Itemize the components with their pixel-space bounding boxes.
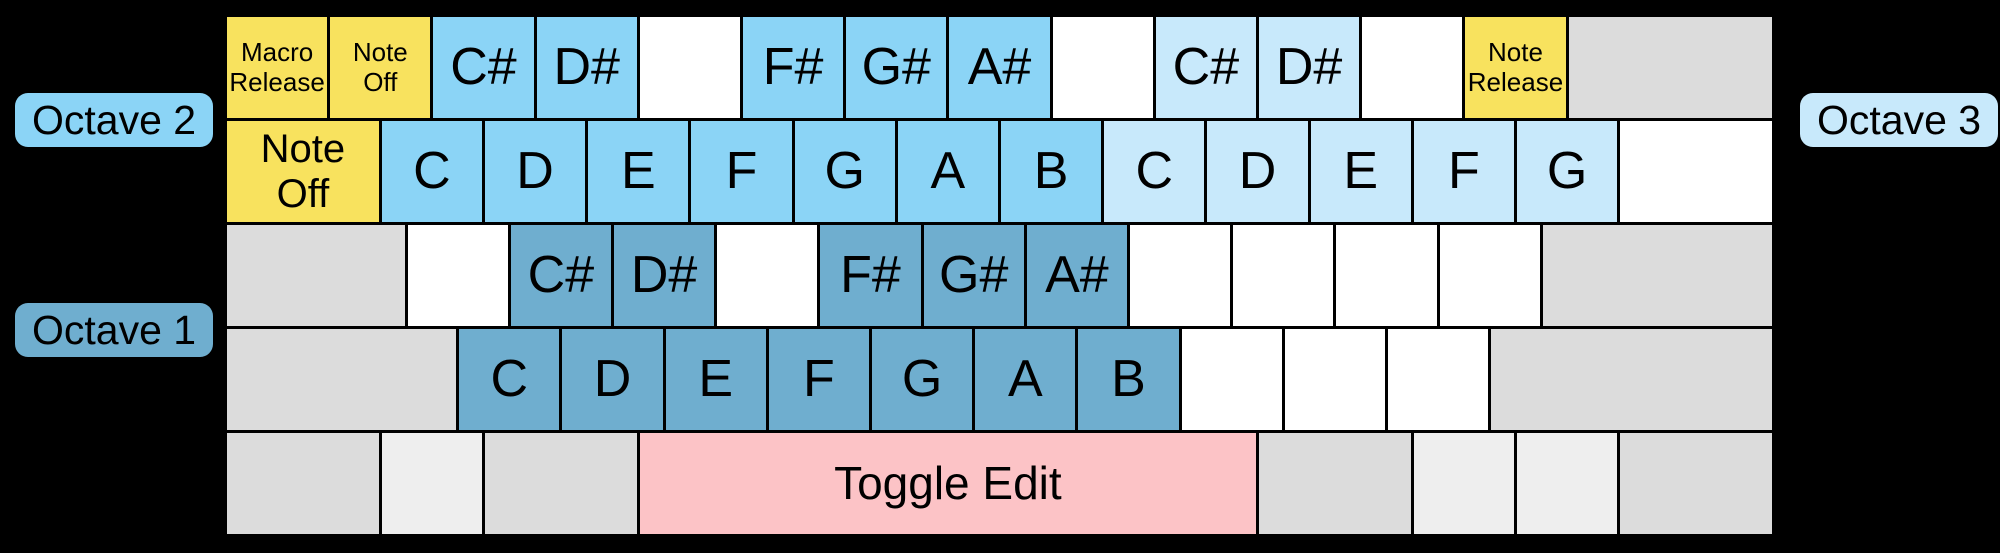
key-note-c-oct2: C — [381, 121, 482, 222]
key-modifier — [1542, 225, 1772, 326]
key-blank — [717, 225, 818, 326]
key-note-csharp-oct2: C# — [433, 17, 534, 118]
key-blank — [1181, 329, 1282, 430]
key-label-line: Note — [352, 37, 408, 68]
key-note-csharp-oct1: C# — [510, 225, 611, 326]
octave-1-label: Octave 1 — [15, 303, 214, 357]
key-note-g-oct2: G — [794, 121, 895, 222]
key-toggle-edit: Toggle Edit — [639, 433, 1256, 534]
key-modifier — [484, 433, 637, 534]
key-note-fsharp-oct2: F# — [742, 17, 844, 118]
octave-3-label: Octave 3 — [1800, 93, 1999, 147]
key-blank — [1336, 225, 1437, 326]
key-note-e-oct1: E — [665, 329, 766, 430]
key-note-d-oct3: D — [1207, 121, 1308, 222]
key-note-b-oct2: B — [1000, 121, 1102, 222]
key-blank — [1129, 225, 1231, 326]
key-blank — [1052, 17, 1153, 118]
octave-2-label: Octave 2 — [15, 93, 214, 147]
key-note-d-oct2: D — [484, 121, 586, 222]
key-blank — [639, 17, 740, 118]
key-note-gsharp-oct2: G# — [846, 17, 947, 118]
key-note-asharp-oct1: A# — [1026, 225, 1127, 326]
key-modifier — [1568, 17, 1772, 118]
key-modifier — [227, 433, 379, 534]
key-modifier — [1620, 433, 1772, 534]
keyboard-row-5: Toggle Edit — [227, 433, 1772, 534]
key-note-f-oct1: F — [768, 329, 869, 430]
key-label-line: Off — [276, 171, 330, 216]
key-label-line: Macro — [240, 37, 314, 68]
key-note-asharp-oct2: A# — [949, 17, 1050, 118]
key-blank — [1284, 329, 1385, 430]
key-note-g-oct1: G — [871, 329, 973, 430]
key-label-line: Note — [260, 126, 346, 171]
key-note-fsharp-oct1: F# — [820, 225, 921, 326]
key-note-dsharp-oct3: D# — [1258, 17, 1360, 118]
key-modifier — [1258, 433, 1411, 534]
key-modifier — [1516, 433, 1618, 534]
key-blank — [1387, 329, 1489, 430]
key-blank — [407, 225, 508, 326]
key-blank — [1233, 225, 1334, 326]
key-note-a-oct1: A — [975, 329, 1076, 430]
key-blank — [1620, 121, 1772, 222]
key-note-c-oct1: C — [459, 329, 560, 430]
key-modifier — [227, 225, 405, 326]
key-note-g-oct3: G — [1516, 121, 1618, 222]
key-note-b-oct1: B — [1078, 329, 1179, 430]
key-label-line: Release — [1467, 66, 1564, 97]
key-note-c-oct3: C — [1104, 121, 1205, 222]
keyboard-row-3: C#D# F#G#A# — [227, 225, 1772, 326]
key-modifier — [381, 433, 482, 534]
key-modifier — [1413, 433, 1514, 534]
key-modifier — [227, 329, 457, 430]
key-modifier — [1491, 329, 1772, 430]
key-note-d-oct1: D — [562, 329, 663, 430]
key-blank — [1439, 225, 1540, 326]
key-note-dsharp-oct1: D# — [613, 225, 715, 326]
key-note-e-oct2: E — [588, 121, 689, 222]
key-label-line: Off — [363, 66, 398, 97]
key-blank — [1362, 17, 1463, 118]
key-note-a-oct2: A — [897, 121, 998, 222]
key-note-e-oct3: E — [1310, 121, 1411, 222]
key-label-line: Note — [1488, 37, 1543, 68]
key-note-dsharp-oct2: D# — [536, 17, 637, 118]
key-note-gsharp-oct1: G# — [923, 225, 1024, 326]
key-label-line: Release — [229, 66, 325, 97]
key-note-csharp-oct3: C# — [1155, 17, 1256, 118]
key-note-f-oct2: F — [691, 121, 792, 222]
key-note-f-oct3: F — [1413, 121, 1514, 222]
